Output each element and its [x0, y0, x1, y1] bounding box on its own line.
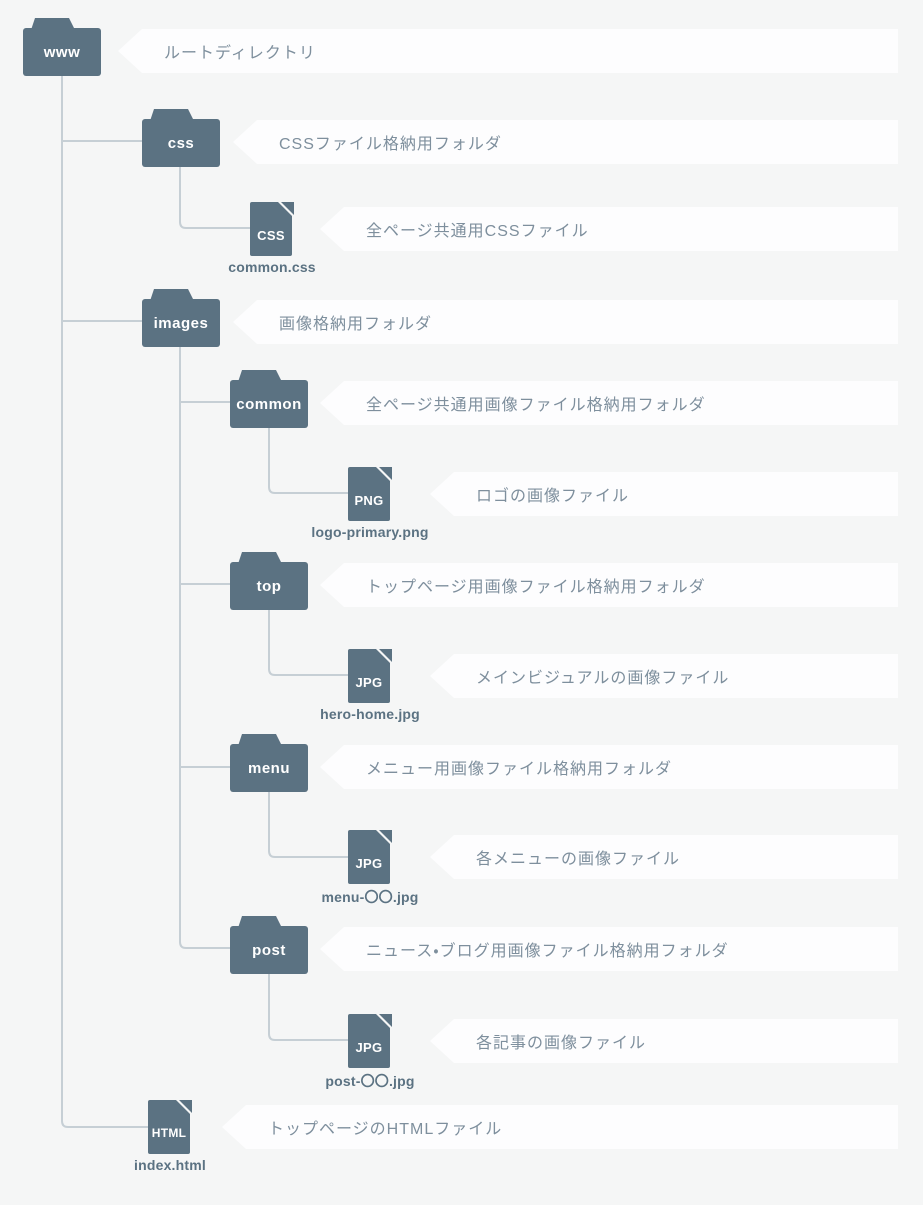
label-ribbon-common: 全ページ共通用画像ファイル格納用フォルダ: [320, 381, 898, 425]
label-ribbon-menu-jpg: 各メニューの画像ファイル: [430, 835, 898, 879]
file-type-badge: JPG: [355, 674, 383, 690]
file-type-badge: PNG: [354, 492, 384, 508]
label-ribbon-post-jpg: 各記事の画像ファイル: [430, 1019, 898, 1063]
label-ribbon-menu: メニュー用画像ファイル格納用フォルダ: [320, 745, 898, 789]
file-name: index.html: [133, 1157, 207, 1173]
folder-node-top: top: [230, 552, 308, 610]
file-type-badge: CSS: [257, 227, 285, 243]
folder-icon: [230, 916, 308, 974]
label-text: ニュース・ブログ用画像ファイル格納用フォルダ: [366, 943, 729, 960]
folder-node-post: post: [230, 916, 308, 974]
label-ribbon-www: ルートディレクトリ: [118, 29, 898, 73]
folder-icon: [230, 552, 308, 610]
label-ribbon-top: トップページ用画像ファイル格納用フォルダ: [320, 563, 898, 607]
folder-icon: [142, 109, 220, 167]
folder-node-css: css: [142, 109, 220, 167]
folder-node-menu: menu: [230, 734, 308, 792]
label-text: メニュー用画像ファイル格納用フォルダ: [366, 761, 673, 778]
label-text: トップページ用画像ファイル格納用フォルダ: [366, 579, 706, 596]
file-node-common-css: CSS common.css: [228, 202, 316, 275]
label-ribbon-images: 画像格納用フォルダ: [233, 300, 898, 344]
folder-name: images: [153, 314, 209, 332]
label-ribbon-css: CSSファイル格納用フォルダ: [233, 120, 898, 164]
label-text: 全ページ共通用CSSファイル: [366, 223, 589, 240]
folder-name: www: [43, 43, 81, 61]
file-name: menu-〇〇.jpg: [321, 889, 419, 905]
folder-name: css: [167, 134, 195, 152]
label-text: 各記事の画像ファイル: [476, 1035, 647, 1052]
file-node-hero-home-jpg: JPG hero-home.jpg: [320, 649, 420, 722]
folder-icon: [142, 289, 220, 347]
folder-icon: [230, 734, 308, 792]
label-ribbon-post: ニュース・ブログ用画像ファイル格納用フォルダ: [320, 927, 898, 971]
file-node-post-jpg: JPG post-〇〇.jpg: [325, 1014, 414, 1089]
label-text: 全ページ共通用画像ファイル格納用フォルダ: [366, 397, 706, 414]
label-text: 画像格納用フォルダ: [279, 316, 433, 333]
folder-name: menu: [247, 759, 290, 777]
folder-icon: [230, 370, 308, 428]
label-text: トップページのHTMLファイル: [268, 1121, 503, 1138]
file-icon: [148, 1100, 192, 1154]
folder-node-www: www: [23, 18, 101, 76]
file-icon: [348, 1014, 392, 1068]
file-node-menu-jpg: JPG menu-〇〇.jpg: [321, 830, 418, 905]
label-ribbon-index-html: トップページのHTMLファイル: [222, 1105, 898, 1149]
file-name: logo-primary.png: [311, 524, 429, 540]
label-text: メインビジュアルの画像ファイル: [476, 670, 730, 687]
label-text: CSSファイル格納用フォルダ: [279, 136, 502, 153]
file-node-logo-primary-png: PNG logo-primary.png: [311, 467, 428, 540]
file-icon: [348, 467, 392, 521]
label-ribbon-hero-home-jpg: メインビジュアルの画像ファイル: [430, 654, 898, 698]
connector-css-file: [179, 167, 250, 229]
file-name: post-〇〇.jpg: [325, 1073, 415, 1089]
connector-top-file: [268, 610, 348, 676]
file-icon: [250, 202, 294, 256]
connector-images-trunk: [179, 347, 230, 949]
folder-node-common: common: [230, 370, 308, 428]
file-name: common.css: [228, 259, 316, 275]
file-icon: [348, 649, 392, 703]
file-name: hero-home.jpg: [320, 706, 420, 722]
label-text: 各メニューの画像ファイル: [476, 851, 681, 868]
label-text: ロゴの画像ファイル: [476, 488, 630, 505]
file-type-badge: HTML: [151, 1126, 187, 1140]
file-node-index-html: HTML index.html: [134, 1100, 206, 1173]
file-icon: [348, 830, 392, 884]
folder-name: post: [252, 941, 286, 959]
folder-node-images: images: [142, 289, 220, 347]
connector-common-file: [268, 427, 348, 494]
connector-www-trunk: [61, 76, 148, 1128]
file-type-badge: JPG: [355, 855, 383, 871]
connector-menu-file: [268, 792, 348, 858]
folder-icon: [23, 18, 101, 76]
label-ribbon-common-css: 全ページ共通用CSSファイル: [320, 207, 898, 251]
folder-name: top: [256, 577, 282, 595]
label-ribbon-logo-primary-png: ロゴの画像ファイル: [430, 472, 898, 516]
label-text: ルートディレクトリ: [164, 45, 316, 62]
file-type-badge: JPG: [355, 1039, 383, 1055]
connector-post-file: [268, 974, 348, 1041]
folder-name: common: [236, 395, 302, 413]
